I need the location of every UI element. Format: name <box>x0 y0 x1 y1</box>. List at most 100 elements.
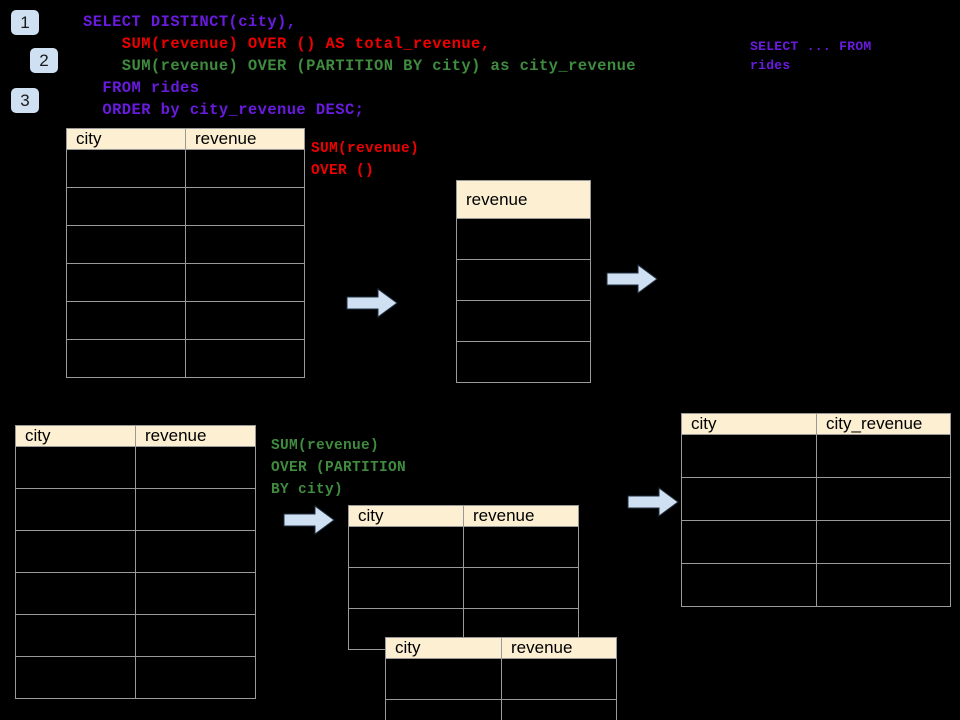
partition-group-a: city revenue <box>348 505 579 650</box>
column-header-city: city <box>385 637 502 659</box>
total-revenue-table: revenue <box>456 180 591 383</box>
column-header-city-revenue: city_revenue <box>816 413 951 435</box>
cell-city <box>681 563 817 607</box>
cell-revenue <box>185 339 305 378</box>
cell-city-revenue <box>816 563 951 607</box>
table-header-row: revenue <box>456 180 591 219</box>
sql-line-order-by: ORDER by city_revenue DESC; <box>83 101 365 119</box>
table-row <box>66 301 305 340</box>
table-row <box>15 614 256 657</box>
table-row <box>15 530 256 573</box>
cell-city <box>15 488 136 531</box>
step-badge-1: 1 <box>11 10 39 35</box>
step-badge-3: 3 <box>11 88 39 113</box>
cell-city <box>15 656 136 699</box>
cell-city <box>15 614 136 657</box>
cell-city-revenue <box>816 520 951 564</box>
cell-revenue <box>135 530 256 573</box>
cell-revenue <box>456 218 591 260</box>
arrow-rides-to-partition <box>283 505 335 535</box>
result-table: city city_revenue <box>681 413 951 607</box>
city-revenue-annotation: SUM(revenue) OVER (PARTITION BY city) <box>271 438 407 498</box>
cell-revenue <box>135 488 256 531</box>
column-header-city: city <box>681 413 817 435</box>
table-row <box>348 526 579 568</box>
cell-city <box>66 225 186 264</box>
column-header-city: city <box>348 505 464 527</box>
cell-revenue <box>463 567 579 609</box>
arrow-partition-to-result <box>627 487 679 517</box>
table-row <box>66 149 305 188</box>
table-row <box>456 259 591 301</box>
cell-revenue <box>185 149 305 188</box>
table-row <box>15 656 256 699</box>
sql-line-select: SELECT DISTINCT(city), <box>83 13 297 31</box>
cell-revenue <box>463 526 579 568</box>
table-row <box>681 434 951 478</box>
cell-revenue <box>456 300 591 342</box>
rides-table-bottom: city revenue <box>15 425 256 699</box>
table-row <box>456 218 591 260</box>
cell-city <box>66 187 186 226</box>
rides-table-top: city revenue <box>66 128 305 378</box>
cell-revenue <box>456 341 591 383</box>
cell-revenue <box>135 656 256 699</box>
table-header-row: city city_revenue <box>681 413 951 435</box>
cell-city <box>681 434 817 478</box>
cell-city <box>66 339 186 378</box>
partition-group-b: city revenue <box>385 637 617 720</box>
sql-line-from: FROM rides <box>83 79 200 97</box>
table-row <box>66 339 305 378</box>
step-badge-2: 2 <box>30 48 58 73</box>
cell-city <box>385 658 502 700</box>
table-row <box>681 477 951 521</box>
cell-city <box>66 149 186 188</box>
column-header-revenue: revenue <box>501 637 617 659</box>
cell-city <box>348 567 464 609</box>
table-row <box>681 520 951 564</box>
source-note: SELECT ... FROM rides <box>750 39 872 73</box>
cell-city <box>15 446 136 489</box>
cell-city-revenue <box>816 477 951 521</box>
column-header-city: city <box>15 425 136 447</box>
cell-revenue <box>135 572 256 615</box>
column-header-revenue: revenue <box>463 505 579 527</box>
cell-city <box>348 526 464 568</box>
table-header-row: city revenue <box>15 425 256 447</box>
cell-city <box>681 477 817 521</box>
cell-revenue <box>456 259 591 301</box>
table-header-row: city revenue <box>348 505 579 527</box>
table-row <box>456 300 591 342</box>
table-row <box>385 658 617 700</box>
cell-revenue <box>501 699 617 720</box>
table-row <box>681 563 951 607</box>
cell-revenue <box>185 301 305 340</box>
cell-revenue <box>135 614 256 657</box>
cell-city <box>385 699 502 720</box>
table-row <box>66 263 305 302</box>
cell-city <box>15 572 136 615</box>
column-header-revenue: revenue <box>456 180 591 219</box>
table-row <box>348 567 579 609</box>
table-row <box>15 488 256 531</box>
cell-city <box>66 263 186 302</box>
table-row <box>15 446 256 489</box>
arrow-total-to-result <box>606 264 658 294</box>
table-row <box>15 572 256 615</box>
column-header-city: city <box>66 128 186 150</box>
cell-revenue <box>501 658 617 700</box>
cell-city <box>15 530 136 573</box>
table-row <box>66 225 305 264</box>
table-header-row: city revenue <box>66 128 305 150</box>
sql-line-city-revenue: SUM(revenue) OVER (PARTITION BY city) as… <box>83 57 636 75</box>
cell-city <box>66 301 186 340</box>
arrow-rides-to-total <box>346 288 398 318</box>
table-row <box>456 341 591 383</box>
cell-city-revenue <box>816 434 951 478</box>
cell-revenue <box>185 225 305 264</box>
cell-revenue <box>135 446 256 489</box>
cell-city <box>681 520 817 564</box>
column-header-revenue: revenue <box>185 128 305 150</box>
cell-revenue <box>185 263 305 302</box>
